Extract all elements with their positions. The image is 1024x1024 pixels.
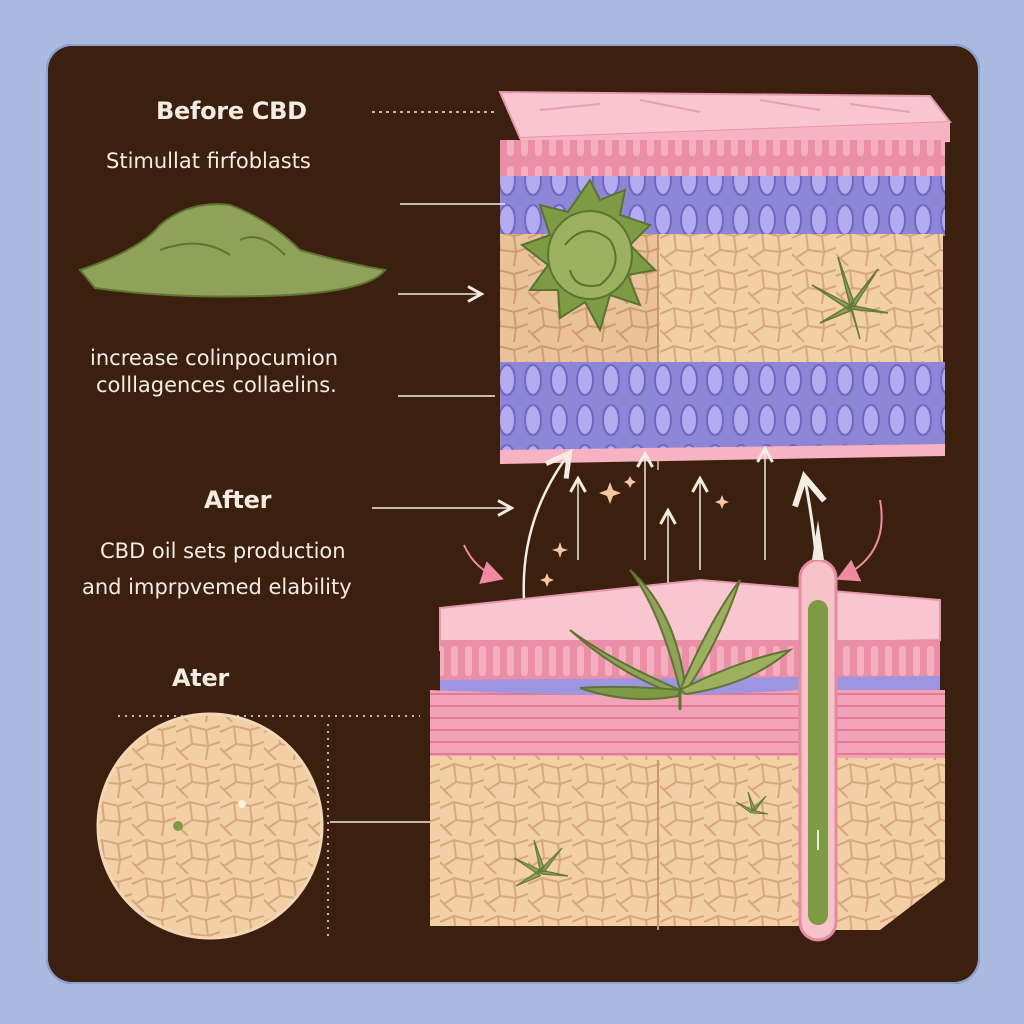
before-cbd-title: Before CBD — [156, 97, 307, 125]
ater-title: Ater — [172, 664, 229, 692]
cbd-line-1: CBD oil sets production — [100, 539, 346, 563]
cbd-paste-blob — [78, 203, 387, 298]
cbd-leaf-icon — [735, 791, 769, 815]
cbd-leaf-icon — [811, 256, 889, 340]
increase-line-1: increase colinpocumion — [90, 346, 339, 370]
after-title: After — [204, 486, 272, 514]
sparkle-icon — [540, 476, 729, 587]
oil-dropper-icon — [798, 520, 838, 942]
pink-arrows — [463, 499, 883, 584]
increase-line-2: colllagences collaelins. — [96, 373, 337, 397]
skin-block-after — [430, 578, 945, 930]
cbd-leaf-icon — [513, 839, 569, 887]
cbd-leaf-icon — [569, 569, 794, 710]
cbd-line-2: and imprpvemed elability — [82, 575, 352, 599]
skin-cell-closeup — [96, 712, 324, 940]
fibroblast-cell-icon — [519, 178, 658, 333]
upward-arrows — [522, 450, 820, 601]
stimulate-label: Stimullat firfoblasts — [106, 149, 311, 173]
